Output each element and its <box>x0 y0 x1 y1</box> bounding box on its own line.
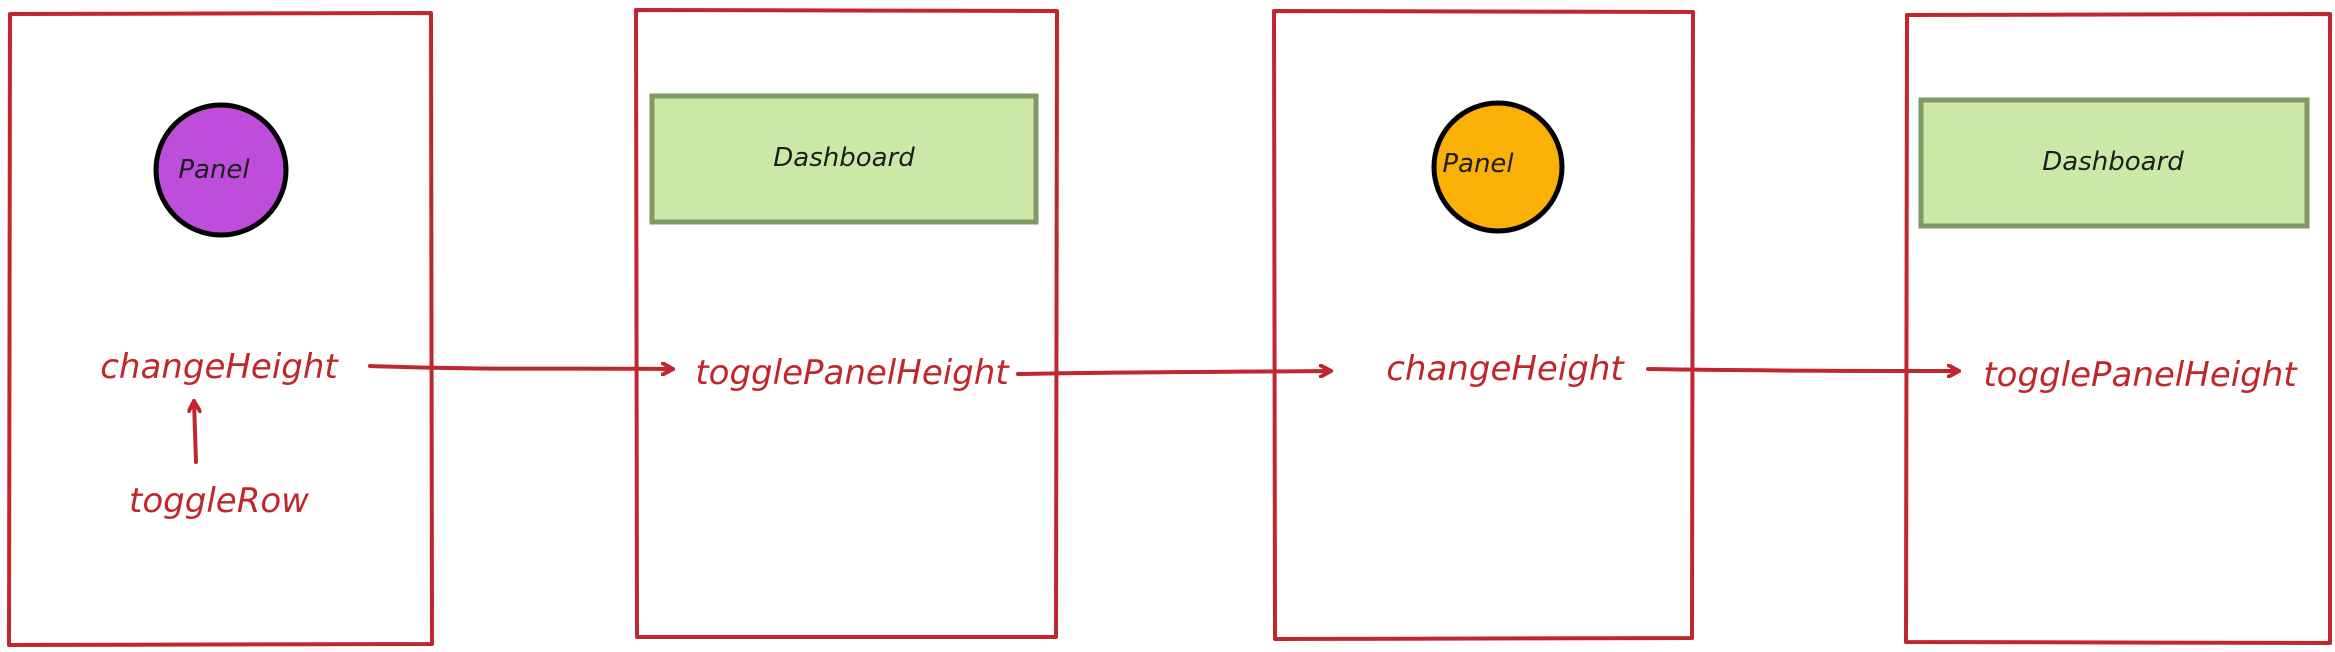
change-height-label: changeHeight <box>100 347 339 387</box>
toggle-row-label: toggleRow <box>129 481 309 521</box>
column-4-frame <box>1904 12 2332 645</box>
toggle-panel-height-label: togglePanelHeight <box>695 353 1010 393</box>
dashboard-box <box>649 93 1039 225</box>
column-2: Dashboard togglePanelHeight <box>634 8 1059 639</box>
column-3-frame <box>1272 9 1695 641</box>
arrow-2-to-3 <box>1016 371 1330 374</box>
panel-circle-purple <box>153 102 289 238</box>
column-1: Panel changeHeight toggleRow <box>7 11 434 647</box>
panel-circle-orange <box>1431 100 1565 234</box>
column-2-frame <box>634 8 1059 639</box>
arrow-1-to-2 <box>368 366 672 369</box>
panel-label: Panel <box>1442 149 1514 179</box>
dashboard-label: Dashboard <box>773 143 915 173</box>
column-1-frame <box>7 11 434 647</box>
toggle-panel-height-label: togglePanelHeight <box>1983 355 2298 395</box>
column-4: Dashboard togglePanelHeight <box>1904 12 2332 645</box>
toggle-row-to-change-height-arrow <box>194 402 196 464</box>
column-3: Panel changeHeight <box>1272 9 1695 641</box>
arrow-3-to-4 <box>1646 369 1958 371</box>
panel-label: Panel <box>178 155 250 185</box>
change-height-label: changeHeight <box>1386 349 1625 389</box>
dashboard-box <box>1918 97 2310 229</box>
dashboard-label: Dashboard <box>2042 147 2184 177</box>
